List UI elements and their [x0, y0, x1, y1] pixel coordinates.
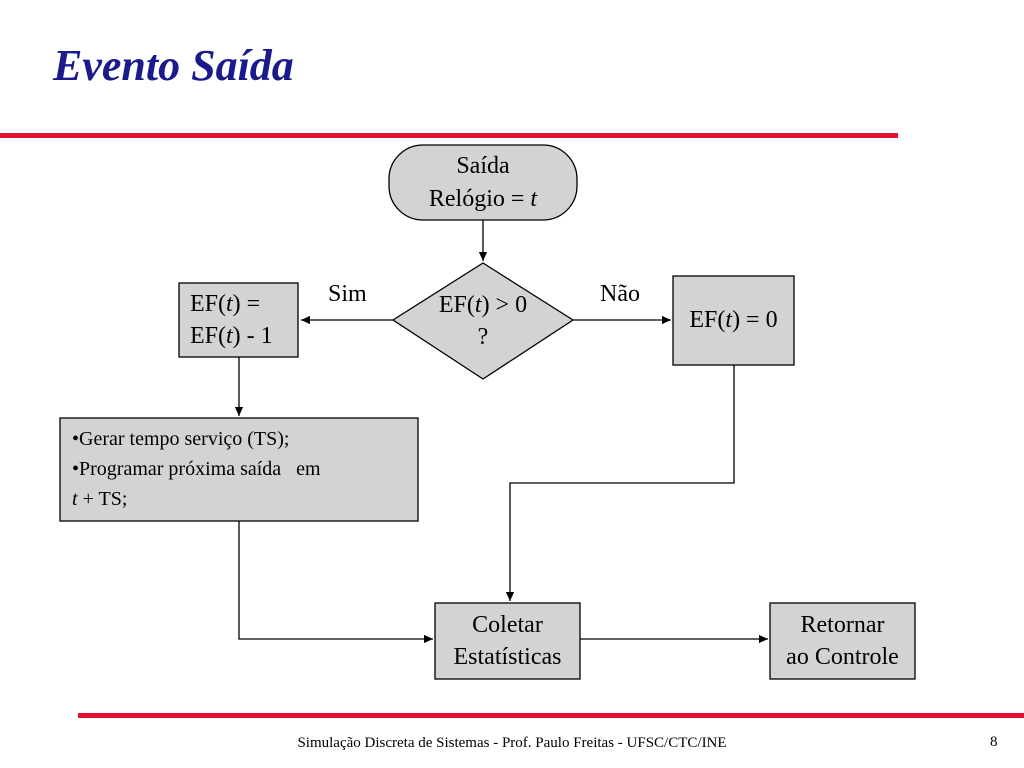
zero-box: EF(t) = 0 [673, 276, 794, 365]
start-terminal-line1: Saída [456, 153, 510, 180]
yes-label: Sim [328, 281, 367, 307]
zero-box-post: ) = 0 [732, 307, 778, 334]
schedule-item-generate: •Gerar tempo serviço (TS); [72, 428, 290, 450]
bottom-divider [78, 713, 1024, 718]
schedule-box: •Gerar tempo serviço (TS); •Programar pr… [72, 424, 412, 514]
decrement-box: EF(t) = EF(t) - 1 [190, 283, 298, 357]
schedule-item-program: •Programar próxima saída em [72, 458, 321, 480]
start-terminal: Saída Relógio = t [389, 145, 577, 220]
stats-box-shape [434, 602, 581, 680]
edge-schedule-to-stats [238, 521, 433, 644]
page-number: 8 [990, 734, 998, 750]
schedule-item-var: t [72, 488, 78, 510]
return-line1: Retornar [800, 611, 885, 638]
edge-zero-to-stats [505, 365, 735, 601]
decrement-line1-pre: EF( [190, 290, 226, 317]
decision-node: EF(t) > 0 ? [413, 288, 553, 354]
decrement-line2-var: t [226, 323, 233, 349]
decrement-line2-pre: EF( [190, 323, 226, 349]
slide-title: Evento Saída [53, 41, 294, 90]
stats-line2: Estatísticas [453, 644, 562, 670]
start-terminal-var: t [530, 185, 538, 212]
zero-box-shape [672, 275, 795, 366]
decrement-line2-post: ) - 1 [232, 323, 273, 349]
decision-diamond-shape [391, 262, 575, 380]
decrement-line1-post: ) = [232, 290, 261, 317]
decision-line1-pre: EF( [438, 291, 475, 318]
return-line2: ao Controle [786, 644, 899, 670]
top-divider [0, 133, 898, 138]
stats-line1: Coletar [472, 611, 543, 638]
schedule-box-shape [59, 417, 419, 522]
zero-box-var: t [725, 307, 733, 334]
return-box: Retornar ao Controle [770, 603, 915, 679]
decision-var: t [474, 291, 482, 318]
start-terminal-line2: Relógio = [428, 185, 531, 212]
decrement-line1-var: t [226, 290, 233, 317]
schedule-item-time: + TS; [77, 488, 128, 510]
stats-box: Coletar Estatísticas [435, 603, 580, 679]
no-label: Não [600, 281, 640, 307]
decision-line1-post: ) > 0 [481, 291, 528, 318]
slide-footer: Simulação Discreta de Sistemas - Prof. P… [297, 735, 727, 751]
decision-line2: ? [477, 324, 489, 350]
return-box-shape [769, 602, 916, 680]
zero-box-pre: EF( [689, 307, 726, 334]
